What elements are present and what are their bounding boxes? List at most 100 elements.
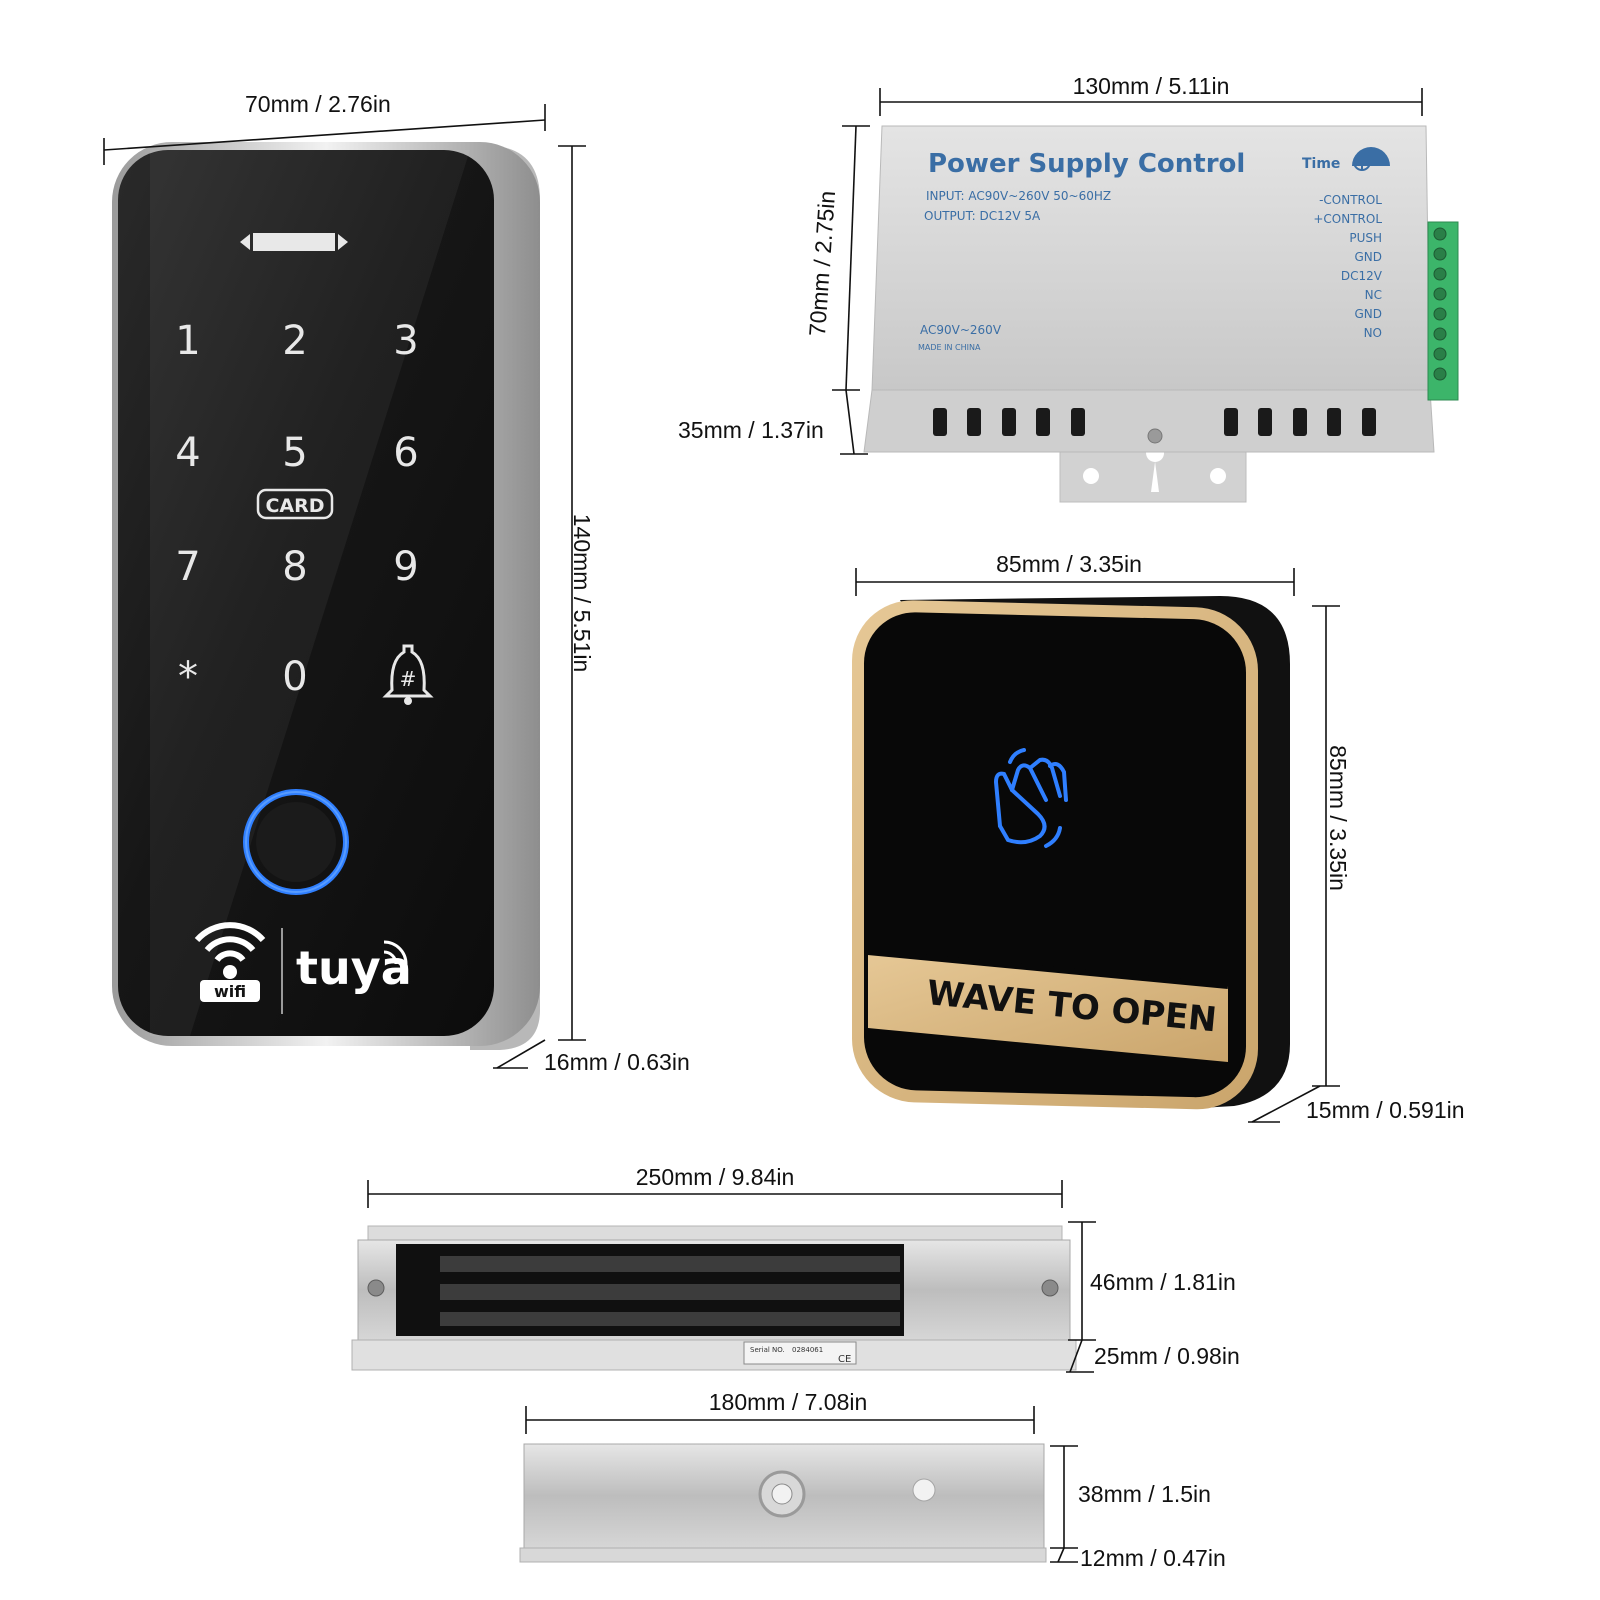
psu-terminal-labels: -CONTROL +CONTROL PUSH GND DC12V NC GND NO xyxy=(1313,193,1382,340)
maglock-width-label: 250mm / 9.84in xyxy=(636,1164,795,1190)
psu-title: Power Supply Control xyxy=(928,149,1245,179)
keypad-height-dimension: 140mm / 5.51in xyxy=(558,145,595,1041)
terminal-screw xyxy=(1433,327,1447,341)
key-3[interactable]: 3 xyxy=(393,318,418,364)
wifi-icon: wifi xyxy=(194,922,266,1002)
brand-signal-icon xyxy=(383,940,408,965)
maglock-serial-plate: Serial NO. 0284061 CE xyxy=(743,1341,857,1365)
armature-width-dimension: 180mm / 7.08in xyxy=(525,1389,1035,1434)
armature-plate-device xyxy=(519,1443,1047,1563)
wifi-label: wifi xyxy=(214,982,246,1001)
maglock-screw-left xyxy=(367,1279,385,1297)
psu-terminal-label: +CONTROL xyxy=(1313,212,1382,226)
psu-terminal-label: -CONTROL xyxy=(1319,193,1382,207)
wave-exit-button[interactable]: WAVE TO OPEN xyxy=(852,596,1290,1111)
terminal-screw xyxy=(1433,307,1447,321)
fingerprint-sensor-icon[interactable] xyxy=(243,789,349,895)
exit-width-dimension: 85mm / 3.35in xyxy=(855,551,1295,596)
psu-width-dimension: 130mm / 5.11in xyxy=(879,73,1423,116)
svg-text:#: # xyxy=(400,667,417,691)
key-1[interactable]: 1 xyxy=(175,318,200,364)
maglock-top-lip xyxy=(367,1225,1063,1241)
maglock-height-dimension: 46mm / 1.81in xyxy=(1068,1221,1236,1341)
key-5[interactable]: 5 xyxy=(282,430,307,476)
armature-height-dimension: 38mm / 1.5in xyxy=(1050,1445,1211,1549)
brand-logo: tuya xyxy=(296,941,412,995)
exit-depth-dimension: 15mm / 0.591in xyxy=(1248,1085,1465,1123)
keypad-glare xyxy=(150,150,470,1036)
key-0[interactable]: 0 xyxy=(282,654,307,700)
psu-height-label: 70mm / 2.75in xyxy=(804,190,840,337)
time-adjust-icon[interactable] xyxy=(1352,147,1390,171)
keypad-depth-dimension: 16mm / 0.63in xyxy=(493,1039,690,1075)
armature-height-label: 38mm / 1.5in xyxy=(1078,1481,1211,1507)
psu-height-dimension: 70mm / 2.75in xyxy=(804,125,870,391)
terminal-screw xyxy=(1433,367,1447,381)
psu-terminal-label: GND xyxy=(1354,307,1382,321)
psu-depth-dimension: 35mm / 1.37in xyxy=(678,389,868,455)
keypad-device: 1 2 3 4 5 6 7 8 9 * 0 CARD # wifi tuya xyxy=(112,142,540,1050)
keypad-height-label: 140mm / 5.51in xyxy=(569,514,595,673)
key-9[interactable]: 9 xyxy=(393,544,418,590)
psu-ac-label: AC90V~260V xyxy=(920,323,1002,337)
psu-terminal-label: GND xyxy=(1354,250,1382,264)
key-7[interactable]: 7 xyxy=(175,544,200,590)
maglock-bottom-lip xyxy=(351,1339,1077,1371)
terminal-screw xyxy=(1433,227,1447,241)
armature-width-label: 180mm / 7.08in xyxy=(709,1389,868,1415)
maglock-height-label: 46mm / 1.81in xyxy=(1090,1269,1236,1295)
maglock-depth-dimension: 25mm / 0.98in xyxy=(1066,1339,1240,1373)
psu-depth-label: 35mm / 1.37in xyxy=(678,417,824,443)
armature-depth-label: 12mm / 0.47in xyxy=(1080,1545,1226,1571)
card-badge: CARD xyxy=(256,488,334,520)
maglock-depth-label: 25mm / 0.98in xyxy=(1094,1343,1240,1369)
psu-lower-face xyxy=(863,389,1435,453)
maglock-screw-right xyxy=(1041,1279,1059,1297)
keypad-depth-label: 16mm / 0.63in xyxy=(544,1049,690,1075)
exit-depth-label: 15mm / 0.591in xyxy=(1306,1097,1465,1123)
keypad-face xyxy=(118,150,494,1036)
psu-made-in: MADE IN CHINA xyxy=(918,343,981,352)
terminal-screw xyxy=(1433,287,1447,301)
maglock-ce-mark: CE xyxy=(838,1354,851,1365)
maglock-width-dimension: 250mm / 9.84in xyxy=(367,1164,1063,1208)
psu-input-spec: INPUT: AC90V~260V 50~60HZ xyxy=(926,189,1111,203)
psu-terminal-label: NC xyxy=(1365,288,1382,302)
terminal-screw xyxy=(1433,267,1447,281)
key-4[interactable]: 4 xyxy=(175,430,200,476)
psu-screw xyxy=(1147,428,1163,444)
hand-wave-icon xyxy=(993,748,1068,848)
armature-plate-edge xyxy=(519,1547,1047,1563)
psu-time-label: Time xyxy=(1302,156,1340,172)
key-star[interactable]: * xyxy=(178,654,198,700)
psu-width-label: 130mm / 5.11in xyxy=(1073,73,1230,99)
keypad-width-dimension: 70mm / 2.76in xyxy=(103,91,546,165)
exit-button-label-strip xyxy=(867,949,1229,1062)
terminal-screw xyxy=(1433,347,1447,361)
card-label: CARD xyxy=(265,495,324,517)
psu-output-spec: OUTPUT: DC12V 5A xyxy=(924,209,1041,223)
card-reader-icon xyxy=(240,233,348,251)
psu-terminal-label: PUSH xyxy=(1349,231,1382,245)
power-supply-device: Power Supply Control INPUT: AC90V~260V 5… xyxy=(863,125,1459,503)
bell-icon[interactable]: # xyxy=(382,644,434,705)
keypad-keys: 1 2 3 4 5 6 7 8 9 * 0 xyxy=(175,318,418,700)
keypad-width-label: 70mm / 2.76in xyxy=(245,91,391,117)
psu-terminal-label: DC12V xyxy=(1341,269,1383,283)
exit-height-dimension: 85mm / 3.35in xyxy=(1312,605,1351,1087)
key-8[interactable]: 8 xyxy=(282,544,307,590)
armature-depth-dimension: 12mm / 0.47in xyxy=(1050,1545,1226,1571)
magnetic-lock-device: Serial NO. 0284061 CE xyxy=(351,1225,1077,1371)
exit-height-label: 85mm / 3.35in xyxy=(1325,745,1351,891)
maglock-serial-number: 0284061 xyxy=(792,1346,823,1354)
exit-width-label: 85mm / 3.35in xyxy=(996,551,1142,577)
psu-terminal-block xyxy=(1427,221,1459,401)
key-6[interactable]: 6 xyxy=(393,430,418,476)
armature-pin-hole xyxy=(912,1478,936,1502)
maglock-serial-label: Serial NO. xyxy=(750,1346,785,1354)
terminal-screw xyxy=(1433,247,1447,261)
psu-terminal-label: NO xyxy=(1364,326,1382,340)
psu-vent-slots xyxy=(933,408,1376,436)
key-2[interactable]: 2 xyxy=(282,318,307,364)
